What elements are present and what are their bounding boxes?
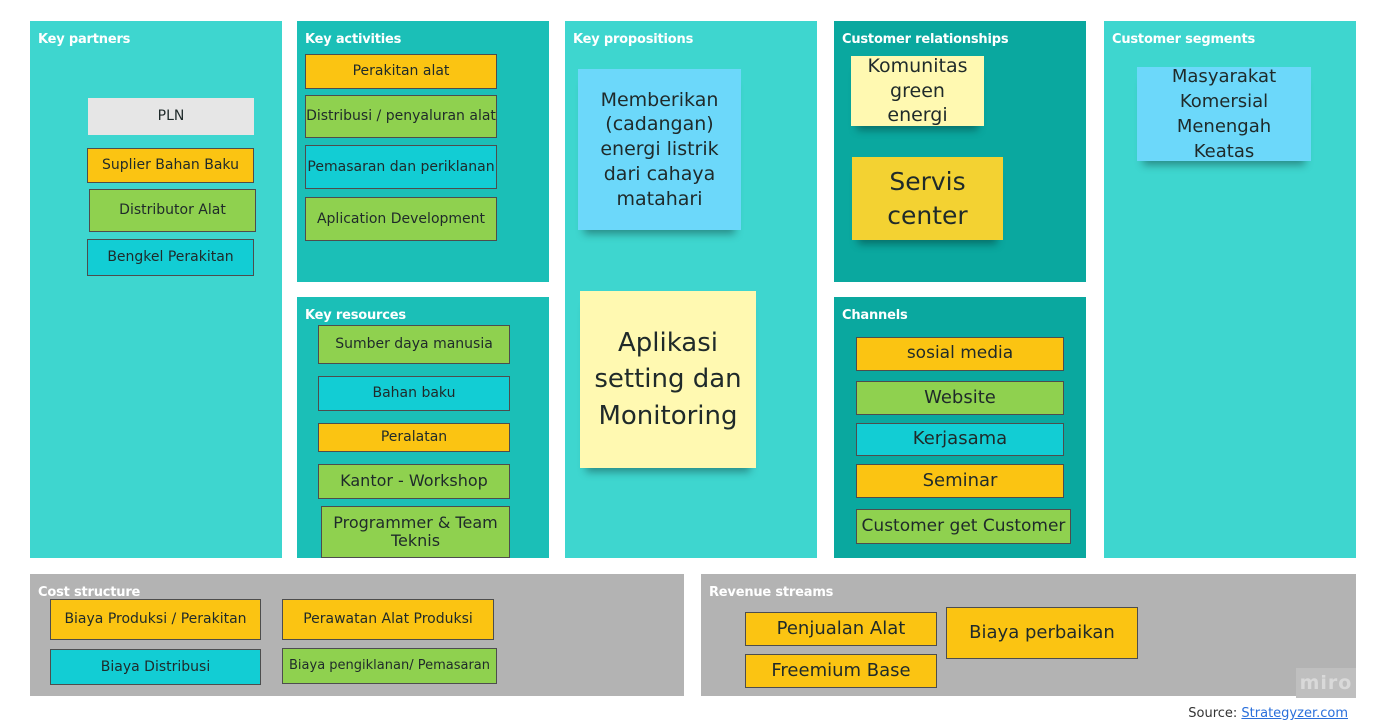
note-suplier-bahan-baku[interactable]: Suplier Bahan Baku	[87, 148, 254, 183]
note-customer-get-customer[interactable]: Customer get Customer	[856, 509, 1071, 544]
sticky-komunitas-green-energi[interactable]: Komunitas green energi	[851, 55, 984, 126]
note-biaya-pengiklanan-pemasaran[interactable]: Biaya pengiklanan/ Pemasaran	[282, 648, 497, 684]
panel-title: Customer segments	[1112, 32, 1256, 47]
sticky-aplikasi-setting-monitoring[interactable]: Aplikasi setting dan Monitoring	[580, 291, 756, 468]
panel-title: Key resources	[305, 308, 406, 323]
sticky-servis-center[interactable]: Servis center	[852, 157, 1003, 240]
note-aplication-development[interactable]: Aplication Development	[305, 197, 497, 241]
note-perawatan-alat-produksi[interactable]: Perawatan Alat Produksi	[282, 599, 494, 640]
note-biaya-produksi-perakitan[interactable]: Biaya Produksi / Perakitan	[50, 599, 261, 640]
note-seminar[interactable]: Seminar	[856, 464, 1064, 498]
note-biaya-perbaikan[interactable]: Biaya perbaikan	[946, 607, 1138, 659]
panel-title: Key propositions	[573, 32, 694, 47]
panel-title: Key partners	[38, 32, 131, 47]
source-link[interactable]: Strategyzer.com	[1241, 706, 1348, 721]
note-website[interactable]: Website	[856, 381, 1064, 415]
note-kerjasama[interactable]: Kerjasama	[856, 423, 1064, 456]
panel-title: Revenue streams	[709, 585, 834, 600]
note-kantor-workshop[interactable]: Kantor - Workshop	[318, 464, 510, 499]
panel-title: Cost structure	[38, 585, 141, 600]
note-sumber-daya-manusia[interactable]: Sumber daya manusia	[318, 325, 510, 364]
note-biaya-distribusi[interactable]: Biaya Distribusi	[50, 649, 261, 685]
panel-title: Channels	[842, 308, 908, 323]
source-label: Source:	[1188, 706, 1238, 721]
note-perakitan-alat[interactable]: Perakitan alat	[305, 54, 497, 89]
sticky-memberikan-energi-listrik[interactable]: Memberikan (cadangan) energi listrik dar…	[578, 69, 741, 230]
note-bengkel-perakitan[interactable]: Bengkel Perakitan	[87, 239, 254, 276]
note-penjualan-alat[interactable]: Penjualan Alat	[745, 612, 937, 646]
note-distributor-alat[interactable]: Distributor Alat	[89, 189, 256, 232]
note-sosial-media[interactable]: sosial media	[856, 337, 1064, 371]
note-freemium-base[interactable]: Freemium Base	[745, 654, 937, 688]
panel-title: Key activities	[305, 32, 402, 47]
sticky-masyarakat-komersial[interactable]: Masyarakat Komersial Menengah Keatas	[1137, 66, 1311, 162]
note-pln[interactable]: PLN	[88, 98, 254, 135]
panel-title: Customer relationships	[842, 32, 1009, 47]
note-programmer-team-teknis[interactable]: Programmer & Team Teknis	[321, 506, 510, 558]
note-peralatan[interactable]: Peralatan	[318, 423, 510, 452]
note-pemasaran-dan-periklanan[interactable]: Pemasaran dan periklanan	[305, 145, 497, 189]
source-caption: Source: Strategyzer.com	[1188, 706, 1348, 721]
miro-watermark: miro	[1296, 668, 1356, 698]
note-distribusi-penyaluran-alat[interactable]: Distribusi / penyaluran alat	[305, 95, 497, 138]
note-bahan-baku[interactable]: Bahan baku	[318, 376, 510, 411]
